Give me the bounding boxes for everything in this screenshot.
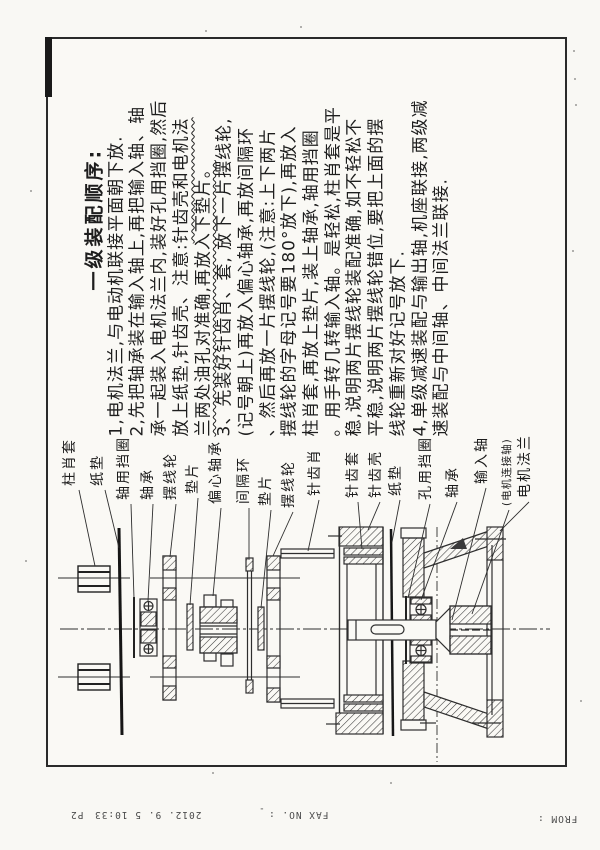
part-paper-gasket-1: [117, 527, 124, 736]
part-spacer-1: [186, 603, 194, 651]
part-label: 间隔环: [236, 456, 252, 504]
part-label: 垫片: [258, 474, 274, 506]
underlined-text: 针齿壳和电机法: [171, 117, 192, 244]
part-label: 垫片: [185, 462, 201, 494]
part-bearing-1: [139, 598, 158, 657]
part-label: 偏心轴承: [208, 440, 224, 504]
leader-lines: [78, 487, 530, 621]
part-label: 纸垫: [90, 454, 106, 486]
scan-noise: [573, 50, 575, 52]
assembly-drawing: 柱肖套 纸垫 轴用挡圈 轴承 摆线轮 垫片 偏心轴承 间隔环 垫片 摆线轮 针齿…: [58, 434, 550, 762]
fax-dash-mark: -: [258, 803, 265, 814]
fax-number-label: FAX NO. :: [268, 809, 329, 820]
part-input-shaft: [347, 619, 437, 641]
instruction-line: 3、先装好针齿肖、套, 放下一片摆线轮,: [214, 42, 237, 437]
fax-page-number: P2: [70, 809, 84, 820]
part-labels: 柱肖套 纸垫 轴用挡圈 轴承 摆线轮 垫片 偏心轴承 间隔环 垫片 摆线轮 针齿…: [62, 434, 533, 508]
part-label: 针齿套: [345, 450, 361, 498]
line-text: 3、先装好针齿肖、套, 放下一片摆线轮,: [214, 117, 235, 437]
instruction-line: 2,先把轴承装在输入轴上,再把输入轴、轴: [128, 42, 150, 437]
instruction-line: 放上纸垫,针齿壳、注意:针齿壳和电机法: [171, 42, 193, 436]
instruction-line: 柱肖套,再放上垫片,装上轴承,轴用挡圈: [302, 42, 324, 436]
instruction-line: 线轮重新对好记号放下.: [388, 42, 410, 436]
part-cycloid-disc-2: [266, 555, 281, 703]
part-label: 摆线轮: [281, 460, 297, 508]
scan-noise: [572, 250, 574, 252]
scan-noise: [205, 30, 207, 32]
instruction-line: (记号朝上)再放入偏心轴承,再放间隔环: [236, 42, 258, 437]
scan-noise: [575, 104, 577, 106]
part-label: (电机连接轴): [500, 438, 513, 506]
part-needle-pins: [280, 548, 335, 709]
part-label: 轴承: [140, 468, 156, 500]
part-label: 柱肖套: [62, 438, 78, 486]
part-label: 电机法兰: [517, 434, 533, 498]
part-label: 轴承: [445, 466, 461, 498]
line-text: 4,单级减速装配与输出轴,机座联接,两级减: [410, 99, 431, 437]
scan-artifact-blob: [45, 37, 52, 97]
part-label: 输入轴: [474, 436, 490, 484]
part-label: 针齿肖: [307, 448, 323, 496]
part-eccentric-bearing: [199, 594, 238, 667]
instruction-line: 速装配与中间轴、中间法兰联接.: [432, 42, 454, 436]
instruction-line: 。用手转几转输入轴。是轻松,柱肖套是平: [323, 42, 345, 437]
instruction-line: 稳,说明两片摆线轮装配准确,如不轻松不: [345, 42, 367, 437]
instruction-text-block: 一级装配顺序: 1,电机法兰,与电动机联接平面朝下放. 2,先把轴承装在输入轴上…: [83, 42, 455, 437]
line-text: 。用手转几转输入轴。是轻松,柱肖套是平: [323, 106, 344, 437]
part-spacer-ring: [245, 557, 254, 694]
part-label: 轴用挡圈: [116, 436, 132, 500]
scan-noise: [212, 772, 214, 774]
part-motor-coupling: [435, 605, 492, 655]
scan-noise: [300, 26, 302, 28]
document-title: 一级装配顺序:: [83, 147, 106, 291]
part-label: 摆线轮: [163, 452, 179, 500]
centerlines: [58, 527, 550, 762]
instruction-line: 4,单级减速装配与输出轴,机座联接,两级减: [410, 42, 432, 437]
line-text: 稳,说明两片摆线轮装配准确,如不轻松不: [344, 117, 365, 437]
part-pin-sleeve: [77, 565, 111, 691]
instruction-line: 、然后再放一片摆线轮,(注意:上下两片: [258, 42, 280, 437]
fax-datetime: 2012. 9. 5 10:33: [94, 809, 202, 820]
part-label: 纸垫: [388, 464, 404, 496]
part-cycloid-disc-1: [162, 555, 177, 701]
part-label: 孔用挡圈: [418, 436, 434, 500]
fax-from-label: FROM :: [537, 813, 578, 824]
instruction-line: 兰两处油孔对准确,再放入下垫片。: [193, 42, 215, 436]
scan-noise: [30, 190, 32, 192]
instruction-line: 平稳,说明两片摆线轮错位,要把上面的摆: [367, 42, 389, 437]
part-spacer-2: [257, 606, 265, 651]
instruction-line: 摆线轮的字母记号要180°放下),再放入: [280, 42, 302, 437]
scan-noise: [574, 78, 576, 80]
line-text: 2,先把轴承装在输入轴上,再把输入轴、轴: [127, 105, 148, 437]
line-text: 平稳,说明两片摆线轮错位,要把上面的摆: [366, 117, 387, 437]
scan-noise: [25, 560, 27, 562]
scan-noise: [580, 700, 582, 702]
part-label: 针齿壳: [367, 450, 384, 498]
line-text: 承一起装入电机法兰内,装好孔用挡圈,然后: [149, 99, 170, 437]
instruction-line: 1,电机法兰,与电动机联接平面朝下放.: [106, 42, 128, 436]
scan-noise: [390, 782, 392, 784]
instruction-line: 承一起装入电机法兰内,装好孔用挡圈,然后: [150, 42, 172, 437]
